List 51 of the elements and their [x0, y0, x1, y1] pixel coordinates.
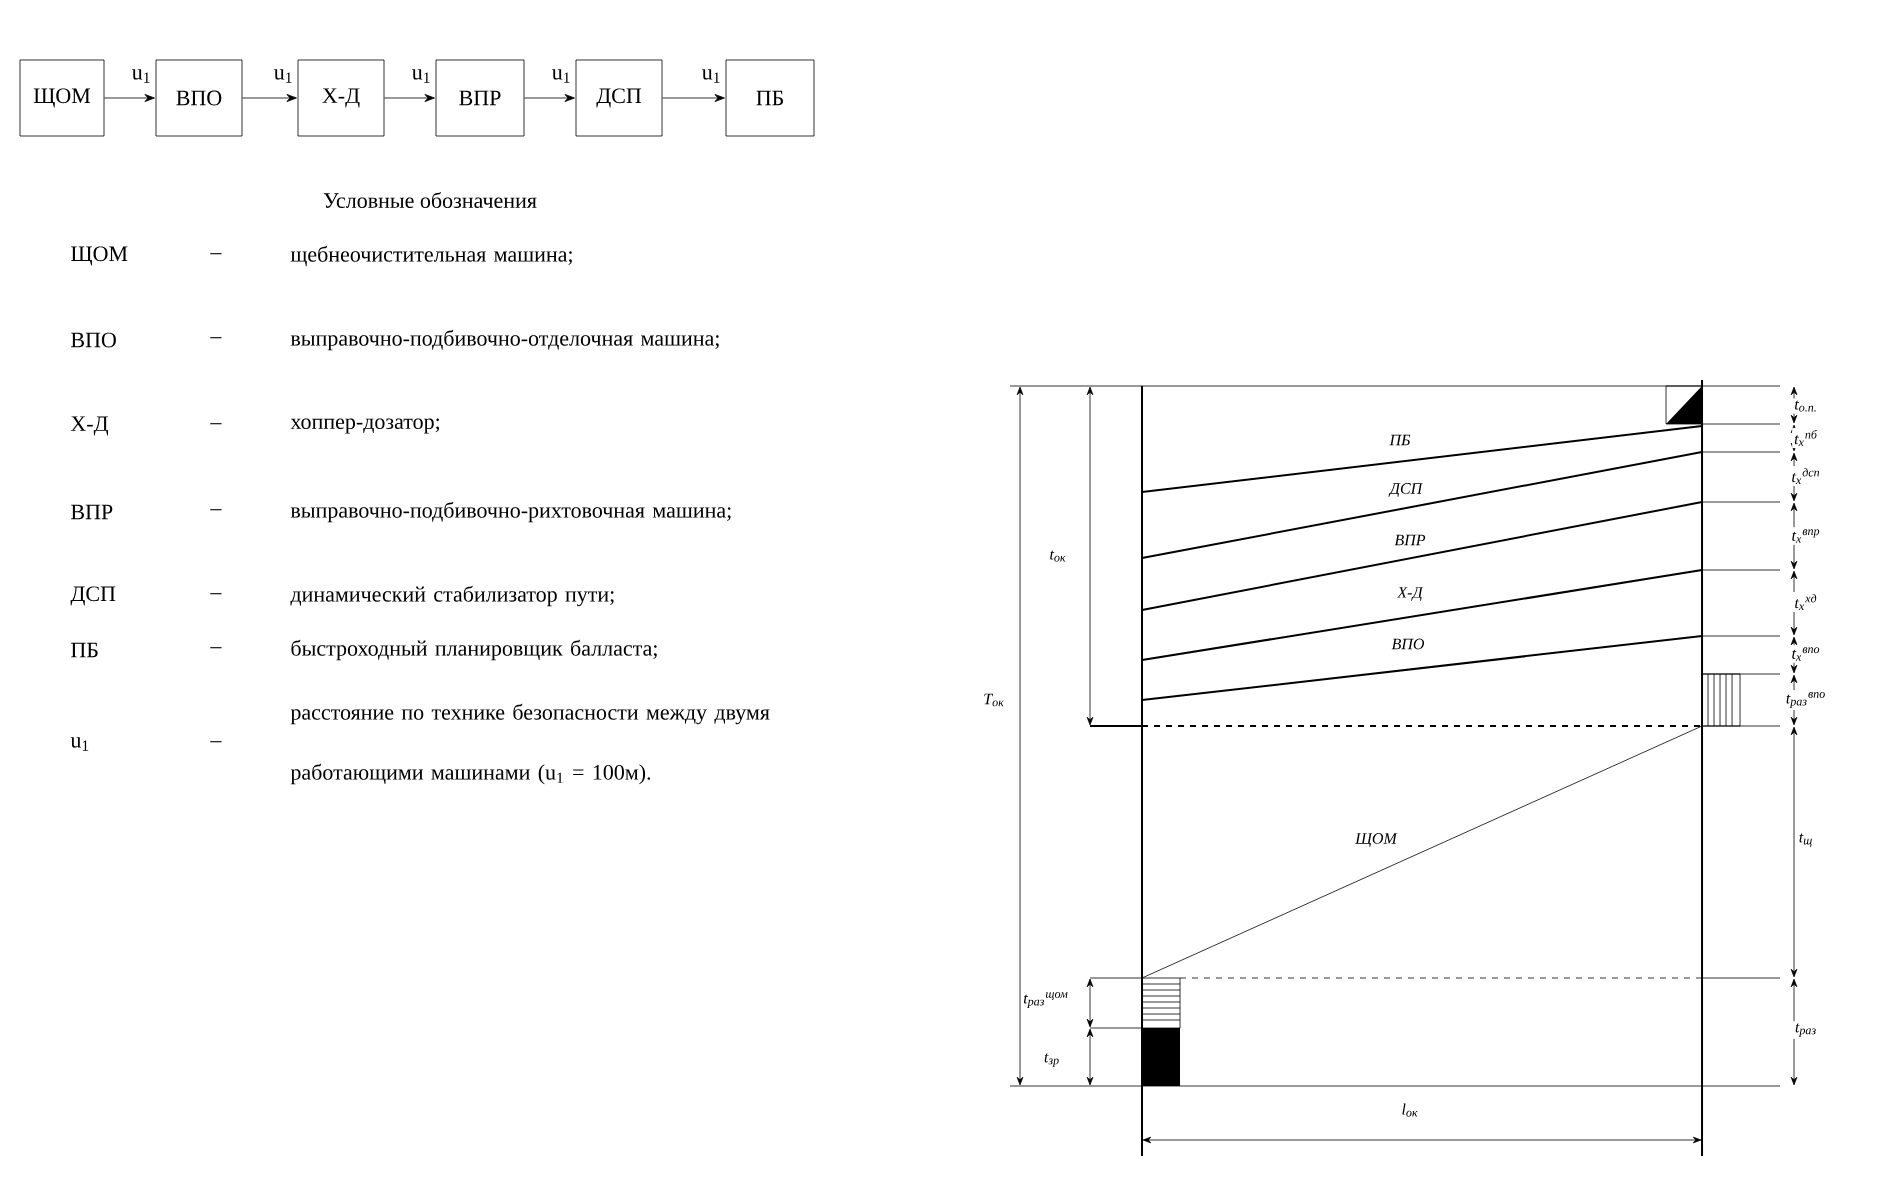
description: выправочно-подбивочно-рихтовочная машина;	[290, 501, 731, 523]
arrow	[104, 94, 155, 102]
dimension-label: T$_{ок}$	[984, 693, 1004, 707]
arrow	[662, 94, 725, 102]
line-label: Х-Д	[1396, 587, 1424, 601]
description: быстроходный планировщик балласта;	[291, 639, 657, 661]
abbreviation: ВПР	[71, 504, 113, 520]
dimension-label: l$_{ок}$	[1402, 1103, 1418, 1117]
edge-label: u$_{1}$	[274, 69, 292, 83]
abbreviation: ПБ	[71, 642, 98, 658]
process-box: ПБ	[725, 59, 815, 137]
dash: –	[210, 509, 222, 511]
abbreviation: u$_{1}$	[70, 737, 89, 751]
legend-heading: Условные обозначения	[323, 192, 537, 208]
line-label: ВПО	[1391, 638, 1425, 650]
dash: –	[210, 593, 222, 595]
description: выправочно-подбивочно-отделочная машина;	[290, 329, 719, 351]
line-label: ВПР	[1394, 534, 1426, 546]
line-label: ДСП	[1388, 483, 1423, 497]
edge-label: u$_{1}$	[702, 69, 720, 83]
dimension-label: t$_{о.п.}$	[1795, 400, 1816, 412]
abbreviation: ЩОМ	[71, 246, 128, 266]
process-box: ВПО	[155, 59, 243, 137]
line-label: ЩОМ	[1355, 833, 1398, 847]
dimension-label: t$_{щ}$	[1799, 833, 1812, 847]
abbreviation: ВПО	[71, 332, 116, 348]
abbreviation: Х-Д	[70, 416, 109, 436]
description: динамический стабилизатор пути;	[290, 585, 614, 607]
arrow	[524, 94, 575, 102]
description: расстояние по технике безопасности между двумя работающими машинами (u$_{1}$ = 100м).	[290, 703, 770, 785]
line-label: ПБ	[1389, 434, 1411, 446]
dash: –	[210, 741, 222, 743]
dimension-label: t$_{зр}$	[1044, 1053, 1059, 1067]
process-box: ВПР	[435, 59, 525, 137]
process-box: ЩОМ	[19, 59, 105, 137]
arrow	[242, 94, 297, 102]
process-box: ДСП	[575, 59, 663, 137]
dash: –	[210, 647, 222, 649]
process-box: Х-Д	[297, 59, 385, 137]
edge-label: u$_{1}$	[132, 69, 150, 83]
abbreviation: ДСП	[70, 586, 116, 606]
dash: –	[210, 337, 222, 339]
dimension-label: t$_{ок}$	[1050, 550, 1066, 562]
dash: –	[210, 423, 222, 425]
dimension-label: t$_{раз}$	[1795, 1023, 1816, 1037]
arrow	[384, 94, 435, 102]
dash: –	[210, 253, 222, 255]
description: щебнеочистительная машина;	[290, 245, 572, 267]
description: хоппер-дозатор;	[290, 418, 440, 434]
edge-label: u$_{1}$	[412, 69, 430, 83]
edge-label: u$_{1}$	[552, 69, 570, 83]
